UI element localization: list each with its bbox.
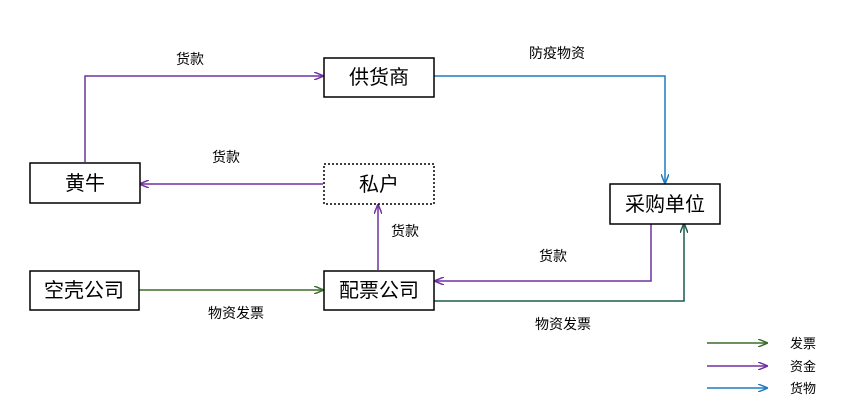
node-label-private: 私户	[359, 172, 399, 196]
node-supplier: 供货商	[323, 57, 435, 98]
edge-label-supplier-to-purchaser: 防疫物资	[529, 46, 585, 62]
node-scalper: 黄牛	[29, 162, 141, 204]
node-label-supplier: 供货商	[349, 65, 409, 89]
legend-label-funds: 资金	[790, 359, 816, 375]
node-private: 私户	[323, 163, 435, 205]
node-shell: 空壳公司	[29, 270, 140, 311]
node-ticketing: 配票公司	[323, 270, 435, 311]
edge-supplier-to-purchaser	[434, 75, 665, 183]
edge-ticketing-to-purchaser	[434, 224, 684, 302]
node-label-scalper: 黄牛	[65, 171, 105, 195]
legend-label-goods: 货物	[790, 381, 816, 397]
node-label-shell: 空壳公司	[44, 278, 124, 302]
edge-scalper-to-supplier	[84, 76, 323, 162]
edge-purchaser-to-ticketing	[435, 224, 652, 281]
edge-label-purchaser-to-ticketing: 货款	[539, 248, 567, 265]
edge-label-ticketing-to-private: 货款	[391, 223, 419, 240]
edge-label-scalper-to-supplier: 货款	[176, 51, 204, 68]
node-purchaser: 采购单位	[609, 183, 721, 225]
edge-label-shell-to-ticketing: 物资发票	[208, 306, 264, 322]
legend-label-invoice: 发票	[790, 336, 816, 352]
edge-label-private-to-scalper: 货款	[212, 149, 240, 166]
node-label-purchaser: 采购单位	[625, 192, 705, 216]
node-label-ticketing: 配票公司	[339, 278, 419, 302]
legend: 发票 资金 货物	[707, 336, 816, 397]
edge-label-ticketing-to-purchaser: 物资发票	[535, 317, 591, 333]
